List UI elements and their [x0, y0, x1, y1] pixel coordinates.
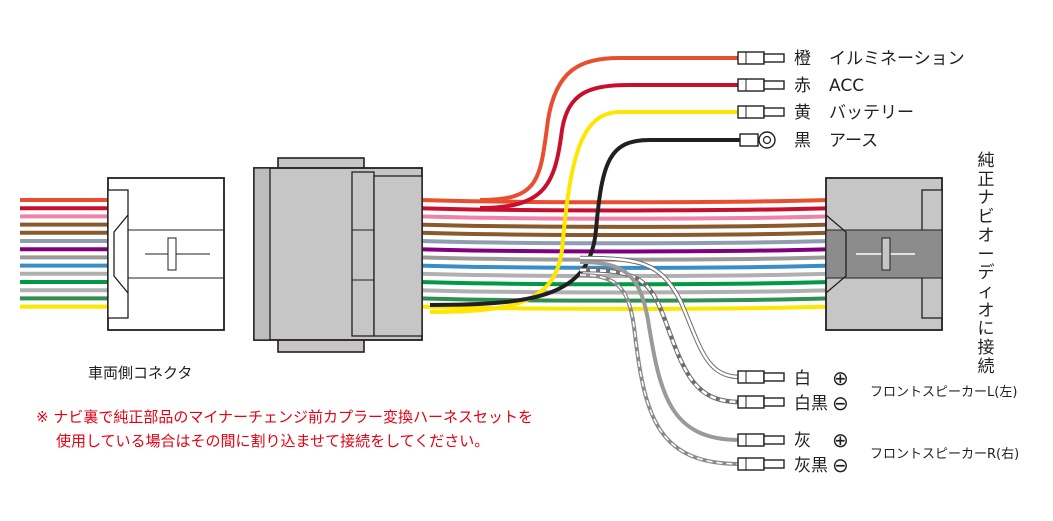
wire-color-label: 黄	[794, 103, 811, 123]
speaker-wire-color-label: 白黒	[794, 394, 828, 414]
navi-connector	[825, 177, 943, 331]
terminals	[737, 51, 785, 471]
wire	[419, 239, 831, 246]
vehicle-connector	[107, 177, 225, 331]
note-line-1: ※ ナビ裏で純正部品のマイナーチェンジ前カプラー変換ハーネスセットを	[36, 408, 534, 426]
speaker-right-label: フロントスピーカーR(右)	[870, 447, 1019, 462]
wire-color-label: 黒	[794, 131, 811, 151]
wire	[419, 280, 831, 287]
wire-function-label: ACC	[829, 76, 864, 96]
wire-function-label: アース	[829, 131, 878, 151]
blade-terminal	[737, 433, 785, 447]
plus-icon: ⊕	[832, 428, 849, 452]
wire-color-label: 赤	[794, 76, 811, 96]
speaker-left-label: フロントスピーカーL(左)	[870, 385, 1017, 400]
adapter-connector	[253, 157, 423, 353]
vehicle-connector-label: 車両側コネクタ	[88, 364, 192, 382]
speaker-wire-color-label: 灰	[794, 431, 811, 451]
red-branch-wire	[479, 83, 740, 210]
blade-terminal	[737, 457, 785, 471]
wire-function-label: バッテリー	[829, 103, 914, 123]
wire-color-label: 橙	[794, 49, 811, 69]
navi-connection-label: 純正ナビオーディオに接続	[977, 151, 995, 377]
blade-terminal	[737, 105, 785, 119]
wire-function-label: イルミネーション	[829, 49, 965, 69]
wire	[419, 214, 831, 221]
plus-icon: ⊕	[832, 366, 849, 390]
minus-icon: ⊖	[832, 391, 849, 415]
speaker-wire-color-label: 白	[794, 369, 811, 389]
minus-icon: ⊖	[832, 453, 849, 477]
orange-branch-wire	[479, 56, 740, 202]
yellow-branch-wire	[429, 110, 740, 314]
ring-terminal	[739, 131, 776, 149]
wire	[419, 304, 831, 311]
wire	[419, 198, 831, 205]
main-wire-bundle	[419, 198, 831, 311]
blade-terminal	[737, 370, 785, 384]
wire	[419, 222, 831, 229]
note-line-2: 使用している場合はその間に割り込ませて接続をしてください。	[56, 432, 490, 450]
gray-black-speaker-wire-core	[579, 274, 741, 465]
wire	[419, 288, 831, 295]
wire	[419, 206, 831, 213]
blade-terminal	[737, 51, 785, 65]
top-wire-labels: 橙 イルミネーション 赤 ACC 黄 バッテリー 黒 アース	[794, 49, 965, 151]
black-branch-wire	[429, 138, 745, 307]
blade-terminal	[737, 395, 785, 409]
wire	[419, 263, 831, 270]
white-speaker-wire-core	[579, 256, 741, 379]
wire	[419, 247, 831, 254]
left-wire-bundle	[20, 198, 110, 309]
speaker-labels: 白 ⊕ 白黒 ⊖ フロントスピーカーL(左) 灰 ⊕ 灰黒 ⊖ フロントスピーカ…	[794, 366, 1019, 477]
speaker-wire-color-label: 灰黒	[794, 456, 828, 476]
blade-terminal	[737, 78, 785, 92]
branch-wires	[429, 56, 745, 466]
wire	[419, 230, 831, 238]
wire	[419, 271, 831, 279]
wire	[419, 296, 831, 303]
white-black-speaker-wire-core	[579, 268, 741, 404]
gray-speaker-wire	[579, 260, 741, 442]
